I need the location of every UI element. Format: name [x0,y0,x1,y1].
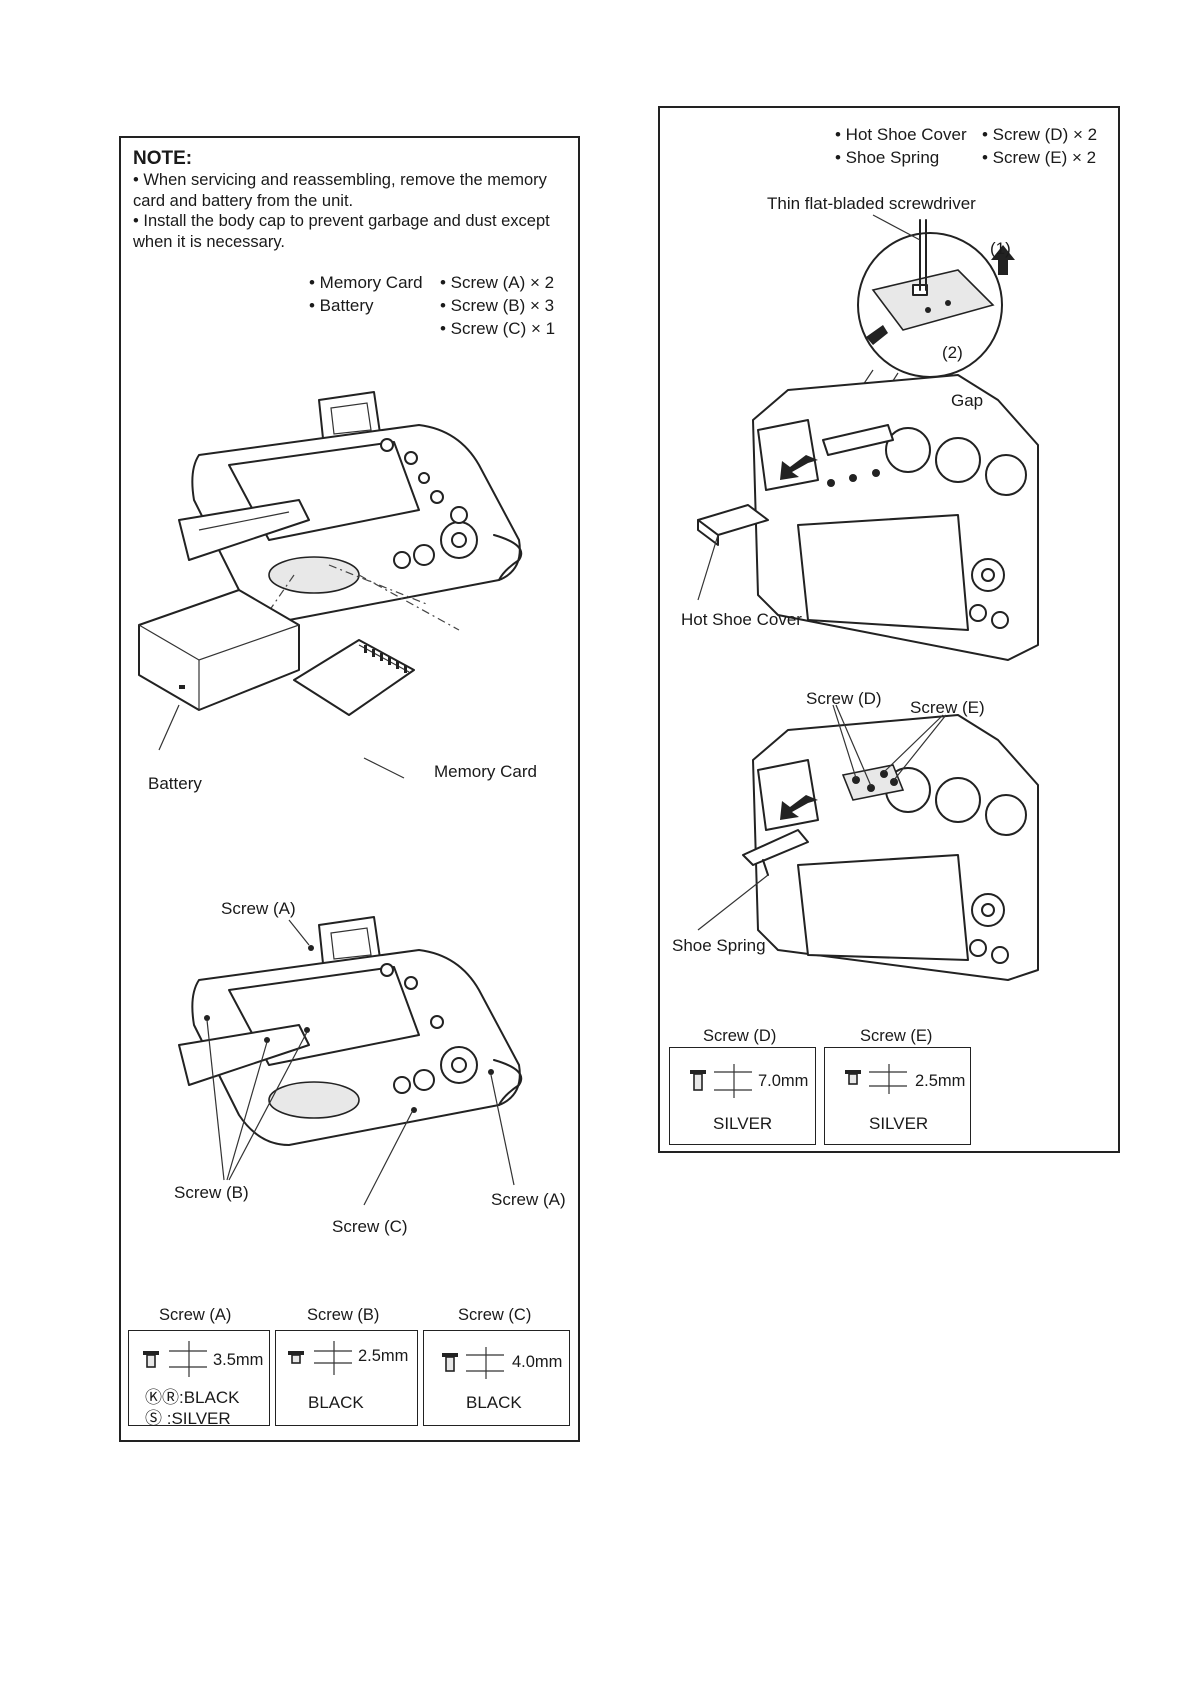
parts-screw-c: • Screw (C) × 1 [440,319,556,338]
parts-item-battery: • Battery [309,296,374,315]
spec-length-screw-a: 3.5mm [213,1351,264,1369]
spec-color-screw-b: BLACK [308,1393,364,1412]
left-procedure-panel [119,136,580,1442]
label-battery: Battery [148,774,202,793]
screw-icon [143,1341,207,1377]
label-screw-e: Screw (E) [910,698,985,717]
note-title: NOTE: [133,148,193,169]
spec-length-screw-c: 4.0mm [512,1353,563,1371]
label-screw-a-top: Screw (A) [221,899,296,918]
spec-head-screw-b: Screw (B) [307,1306,380,1324]
spec-length-screw-d: 7.0mm [758,1072,809,1090]
spec-box-screw-a: 3.5mm ⓀⓇ:BLACK Ⓢ :SILVER [128,1330,270,1428]
label-memory-card: Memory Card [434,762,537,781]
label-screw-b: Screw (B) [174,1183,249,1202]
label-gap: Gap [951,391,984,410]
parts-item-hot-shoe-cover: • Hot Shoe Cover [835,125,967,144]
spec-color-screw-a-1: ⓀⓇ:BLACK [145,1388,240,1407]
spec-box-screw-c: 4.0mm BLACK [423,1330,570,1426]
spec-head-screw-d: Screw (D) [703,1027,777,1045]
parts-item-shoe-spring: • Shoe Spring [835,148,940,167]
screw-icon [442,1347,504,1379]
camera-screw-location-illustration [178,916,523,1206]
spec-box-screw-b: 2.5mm BLACK [275,1330,418,1426]
label-screw-d: Screw (D) [806,689,882,708]
parts-screw-d: • Screw (D) × 2 [982,125,1098,144]
label-screw-c: Screw (C) [332,1217,408,1236]
screw-icon [845,1064,907,1094]
label-shoe-spring: Shoe Spring [672,936,766,955]
parts-item-memory-card: • Memory Card [309,273,423,292]
spec-color-screw-a-2: Ⓢ :SILVER [145,1409,231,1428]
spec-head-screw-e: Screw (E) [860,1027,933,1045]
camera-battery-removal-illustration [138,391,523,779]
hot-shoe-cover-removal-illustration [697,214,1039,661]
spec-color-screw-d: SILVER [713,1114,773,1133]
label-screw-a-right: Screw (A) [491,1190,566,1209]
screw-icon [288,1341,352,1375]
screw-icon [690,1064,752,1098]
spec-color-screw-e: SILVER [869,1114,929,1133]
spec-color-screw-c: BLACK [466,1393,522,1412]
label-step-1: (1) [990,239,1011,258]
note-line-1: • When servicing and reassembling, remov… [133,171,547,210]
label-hot-shoe-cover: Hot Shoe Cover [681,610,802,629]
spec-length-screw-e: 2.5mm [915,1072,966,1090]
label-step-2: (2) [942,343,963,362]
parts-screw-b: • Screw (B) × 3 [440,296,555,315]
shoe-spring-removal-illustration [697,704,1039,981]
spec-length-screw-b: 2.5mm [358,1347,409,1365]
note-line-2: • Install the body cap to prevent garbag… [133,212,550,251]
spec-head-screw-a: Screw (A) [159,1306,232,1324]
spec-head-screw-c: Screw (C) [458,1306,532,1324]
label-screwdriver: Thin flat-bladed screwdriver [767,194,976,213]
spec-box-screw-e: 2.5mm SILVER [824,1047,971,1145]
parts-screw-e: • Screw (E) × 2 [982,148,1097,167]
parts-screw-a: • Screw (A) × 2 [440,273,555,292]
spec-box-screw-d: 7.0mm SILVER [669,1047,816,1145]
